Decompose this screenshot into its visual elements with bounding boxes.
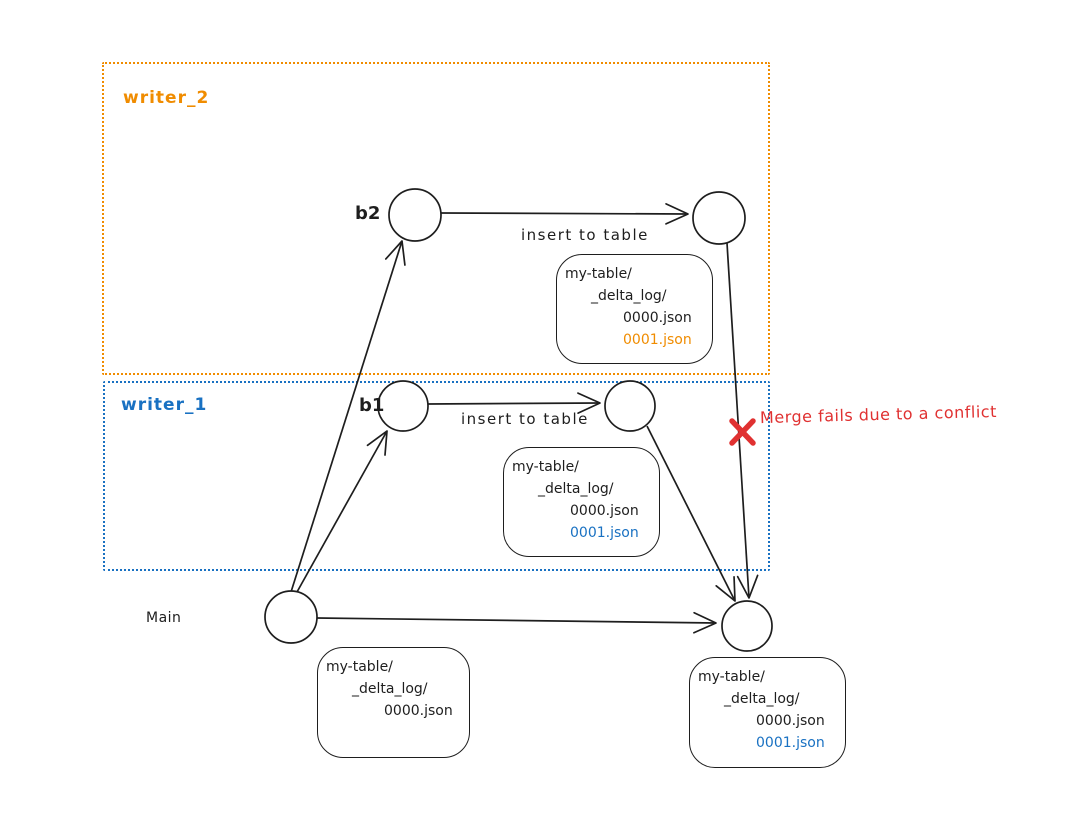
file-line: 0000.json (623, 310, 692, 326)
file-line-new-commit: 0001.json (756, 735, 825, 751)
conflict-x-icon (729, 418, 756, 446)
edge-main-to-b2 (290, 240, 406, 593)
node-writer1-commit (604, 380, 656, 432)
file-box-writer1: my-table/ _delta_log/ 0000.json 0001.jso… (503, 447, 660, 557)
b1-branch-label: b1 (359, 395, 385, 416)
file-line: 0000.json (756, 713, 825, 729)
edge-main-to-merge (316, 611, 717, 634)
file-box-writer2: my-table/ _delta_log/ 0000.json 0001.jso… (556, 254, 713, 364)
file-line: my-table/ (565, 266, 632, 282)
edge-b1-to-writer1-commit (427, 392, 601, 414)
file-box-main-merged: my-table/ _delta_log/ 0000.json 0001.jso… (689, 657, 846, 768)
node-b2 (388, 188, 442, 242)
edge-writer1-commit-to-merge (646, 425, 736, 602)
node-b1 (377, 380, 429, 432)
file-line: my-table/ (326, 659, 393, 675)
node-writer2-commit (692, 191, 746, 245)
writer1-insert-edge-label: insert to table (461, 410, 589, 428)
file-line: _delta_log/ (591, 288, 667, 304)
writer2-insert-edge-label: insert to table (521, 226, 649, 244)
main-branch-label: Main (146, 610, 182, 626)
file-line: 0000.json (570, 503, 639, 519)
writer-1-group-box: writer_1 (103, 381, 770, 571)
file-line: _delta_log/ (538, 481, 614, 497)
edge-main-to-b1 (296, 430, 388, 593)
node-main (264, 590, 318, 644)
writer-2-label: writer_2 (123, 88, 210, 108)
file-line: 0000.json (384, 703, 453, 719)
node-merge-target (721, 600, 773, 652)
file-line: my-table/ (698, 669, 765, 685)
file-line: my-table/ (512, 459, 579, 475)
file-box-main-start: my-table/ _delta_log/ 0000.json (317, 647, 470, 758)
writer-1-label: writer_1 (121, 395, 208, 415)
b2-branch-label: b2 (355, 203, 381, 224)
file-line-new-commit: 0001.json (623, 332, 692, 348)
file-line: _delta_log/ (724, 691, 800, 707)
edge-b2-to-writer2-commit (440, 203, 689, 225)
file-line: _delta_log/ (352, 681, 428, 697)
edge-writer2-commit-to-merge (726, 242, 759, 599)
writer-2-group-box: writer_2 (102, 62, 770, 375)
file-line-new-commit: 0001.json (570, 525, 639, 541)
